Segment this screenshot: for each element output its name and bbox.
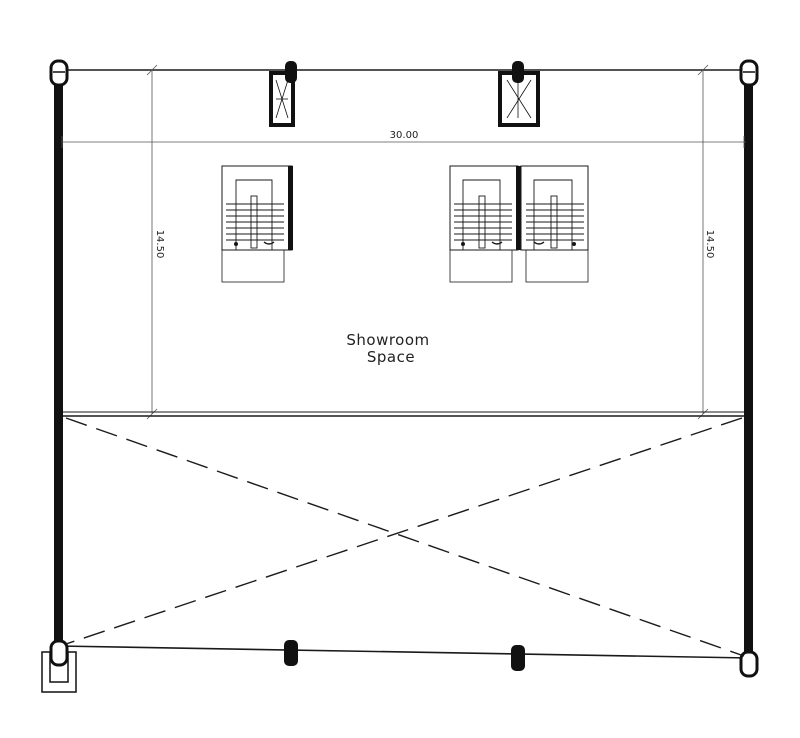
staircase-2 [449, 165, 521, 283]
corner-columns [49, 59, 759, 678]
column-top-left [49, 59, 69, 87]
open-to-below-cross [65, 417, 745, 657]
elevator-shaft-2 [498, 71, 540, 127]
mezzanine-edge [63, 411, 744, 417]
entrance-post [41, 651, 77, 693]
bottom-pillars [284, 640, 525, 671]
staircase-1 [221, 165, 293, 283]
column-bottom-left [49, 639, 69, 667]
outer-walls [54, 69, 753, 660]
dimension-depth-right-label: 14.50 [704, 230, 715, 259]
column-bottom-right [739, 650, 759, 678]
dimension-depth-left-label: 14.50 [154, 230, 165, 259]
pillar-bottom-2 [511, 645, 525, 671]
bottom-wall-line [57, 645, 751, 659]
staircase-3 [520, 165, 589, 283]
elevator-shaft-1 [269, 71, 295, 127]
dimension-width-label: 30.00 [390, 130, 419, 141]
left-wall [54, 70, 63, 648]
right-wall [744, 70, 753, 660]
dimension-lines [61, 64, 746, 420]
column-top-right [739, 59, 759, 87]
top-pillars [285, 61, 524, 83]
room-label-line2: Space [367, 348, 415, 366]
room-label-line1: Showroom [346, 331, 429, 349]
pillar-bottom-1 [284, 640, 298, 666]
